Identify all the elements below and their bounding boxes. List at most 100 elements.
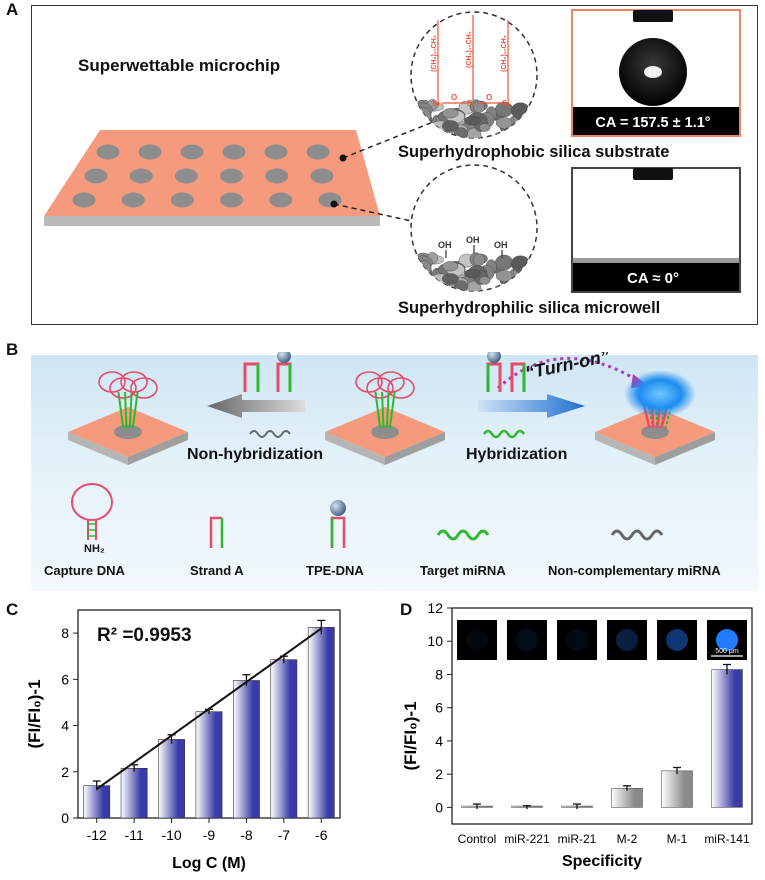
microwell	[265, 168, 289, 184]
microwell	[180, 144, 204, 160]
bar	[120, 768, 148, 819]
bar	[270, 659, 298, 819]
ca-hydrophilic: CA ≈ 0°	[627, 270, 679, 287]
legend-noncomp-mirna-icon	[610, 529, 664, 541]
x-tick-label: -6	[315, 827, 328, 843]
chart-c-ylabel: (FI/FI₀)-1	[25, 679, 44, 748]
microwell	[220, 192, 244, 208]
microwell	[138, 144, 162, 160]
bar	[195, 711, 223, 819]
selected-well-point	[330, 200, 338, 208]
y-tick-label: 4	[61, 718, 69, 734]
y-tick-label: 0	[435, 799, 443, 815]
x-tick-label: -12	[87, 827, 107, 843]
selected-point	[339, 154, 347, 162]
fluorescence-spot	[566, 629, 588, 651]
fluorescence-image	[557, 620, 597, 660]
microwell	[310, 168, 334, 184]
scale-bar-label: 500 μm	[715, 648, 739, 655]
chart-d-ylabel: (FI/FI₀)-1	[401, 701, 420, 770]
panel-b-illustration: “Turn-on” NH₂	[68, 352, 715, 555]
panel-a-illustration: Si Si Si O O (CH₂)₁₇CH₃ (CH₂)₁₇CH₃ (CH₂)…	[44, 9, 741, 293]
chip-right	[595, 407, 715, 465]
x-tick-label: M-2	[617, 832, 638, 846]
x-tick-label: -9	[203, 827, 216, 843]
si-3: Si	[502, 99, 510, 108]
fluorescence-spot	[466, 629, 488, 651]
legend-target-mirna: Target miRNA	[420, 563, 506, 578]
legend-strand-a-icon	[209, 516, 224, 548]
chart-c-xlabel: Log C (M)	[172, 855, 246, 872]
chem-chain-3: (CH₂)₁₇CH₃	[501, 35, 508, 72]
arrow-hybridization	[478, 394, 585, 418]
microwell	[306, 144, 330, 160]
capture-dna-cluster	[98, 371, 158, 429]
chip-side	[44, 216, 380, 226]
bar	[233, 680, 260, 819]
x-tick-label: miR-141	[704, 832, 750, 846]
microwell	[129, 168, 153, 184]
microwell	[269, 192, 293, 208]
fluorescence-image	[507, 620, 547, 660]
fluorescence-spot	[516, 629, 538, 651]
si-1: Si	[432, 99, 440, 108]
chip-title: Superwettable microchip	[78, 56, 281, 75]
bar	[307, 627, 335, 819]
fluorescence-image	[607, 620, 647, 660]
panel-c-letter: C	[6, 600, 19, 619]
legend-noncomp-mirna: Non-complementary miRNA	[548, 563, 721, 578]
chart-d-xlabel: Specificity	[562, 853, 642, 870]
x-tick-label: miR-221	[504, 832, 550, 846]
panel-a-letter: A	[6, 0, 19, 19]
fluorescence-image	[457, 620, 497, 660]
legend-capture-dna-icon: NH₂	[71, 483, 113, 555]
capture-dna-cluster	[355, 371, 415, 429]
y-tick-label: 10	[427, 633, 443, 649]
panel-d-letter: D	[400, 600, 413, 619]
x-tick-label: -7	[278, 827, 291, 843]
y-tick-label: 8	[61, 625, 69, 641]
bar	[83, 785, 111, 819]
fluorescence-spot	[616, 629, 638, 651]
microwell	[84, 168, 108, 184]
fluorescence-spot	[666, 629, 688, 651]
microwell	[174, 168, 198, 184]
y-tick-label: 2	[61, 764, 69, 780]
legend-capture-dna: Capture DNA	[44, 563, 125, 578]
microwell	[121, 192, 145, 208]
x-tick-label: Control	[458, 832, 497, 846]
hybridization-label: Hybridization	[466, 446, 568, 463]
si-2: Si	[467, 99, 475, 108]
arrow-non-hybridization	[207, 394, 305, 418]
y-tick-label: 12	[427, 600, 443, 616]
chip-left	[68, 407, 188, 465]
y-tick-label: 0	[61, 810, 69, 826]
ca-hydrophobic: CA = 157.5 ± 1.1°	[595, 115, 710, 131]
x-tick-label: -10	[161, 827, 181, 843]
microwell	[170, 192, 194, 208]
hydrophilic-label: Superhydrophilic silica microwell	[398, 299, 661, 317]
chem-chain-2: (CH₂)₁₇CH₃	[466, 31, 473, 68]
x-tick-label: -11	[125, 827, 144, 843]
microwell	[264, 144, 288, 160]
microwell	[220, 168, 244, 184]
oh-1: OH	[438, 240, 452, 250]
x-tick-label: miR-21	[558, 832, 597, 846]
fluorescence-image	[657, 620, 697, 660]
bar	[158, 739, 185, 819]
x-tick-label: -8	[240, 827, 253, 843]
o-1: O	[451, 93, 457, 102]
y-tick-label: 4	[435, 733, 443, 749]
legend-tpe-dna: TPE-DNA	[306, 563, 364, 578]
turn-on-label: “Turn-on”	[523, 352, 611, 383]
chip-middle	[325, 407, 445, 465]
oh-2: OH	[466, 235, 480, 245]
panel-b-letter: B	[6, 340, 19, 359]
chart-c-r2: R² =0.9953	[97, 625, 192, 646]
fluorescence-spot	[716, 629, 738, 651]
chem-chain-1: (CH₂)₁₇CH₃	[431, 35, 438, 72]
y-tick-label: 6	[61, 671, 69, 687]
chart-d-frame	[451, 607, 753, 825]
